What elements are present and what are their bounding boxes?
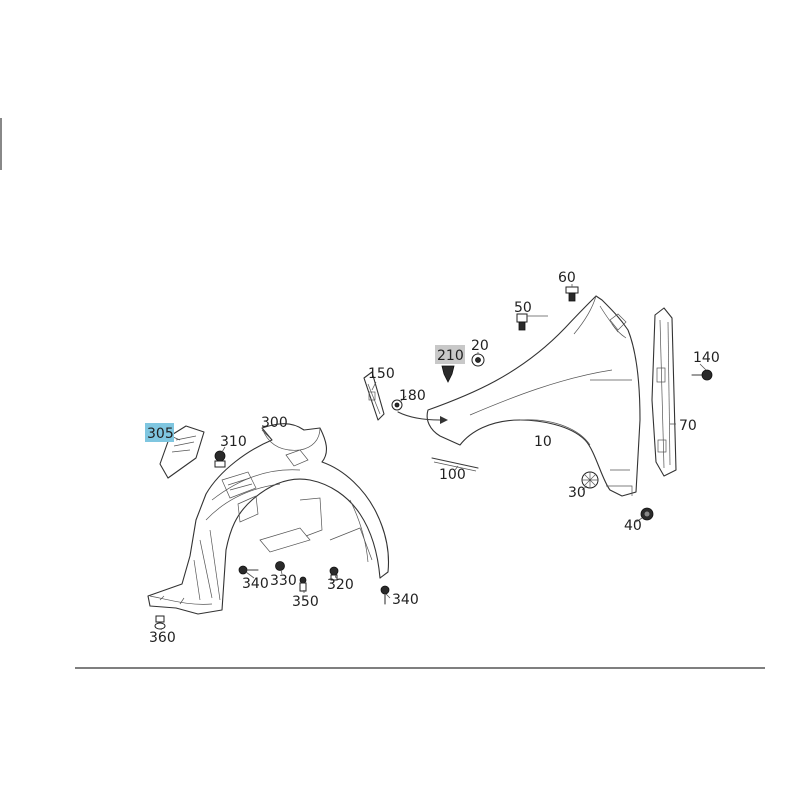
sill-strip-part[interactable]: [431, 457, 479, 469]
screw-part-340b[interactable]: [380, 585, 390, 605]
direction-arrowhead: [440, 416, 448, 424]
clip-part-210[interactable]: [441, 365, 455, 383]
nut-part-330[interactable]: [275, 561, 285, 571]
part-label-210[interactable]: 210: [437, 348, 464, 364]
bolt-part-50[interactable]: [516, 313, 528, 331]
part-label-70[interactable]: 70: [679, 418, 697, 434]
part-label-60[interactable]: 60: [558, 270, 576, 286]
part-label-100[interactable]: 100: [439, 467, 466, 483]
part-label-10[interactable]: 10: [534, 434, 552, 450]
bolt-part-60[interactable]: [565, 286, 579, 302]
screw-part-140[interactable]: [691, 369, 713, 381]
part-label-30[interactable]: 30: [568, 485, 586, 501]
washer-part-360[interactable]: [154, 615, 166, 630]
bracket-strip-part[interactable]: [651, 307, 677, 477]
highlight-305: [145, 423, 174, 442]
part-label-300[interactable]: 300: [261, 415, 288, 431]
nut-part-40[interactable]: [640, 507, 654, 521]
part-label-350[interactable]: 350: [292, 594, 319, 610]
part-label-310[interactable]: 310: [220, 434, 247, 450]
part-label-140[interactable]: 140: [693, 350, 720, 366]
part-label-180[interactable]: 180: [399, 388, 426, 404]
part-label-340a[interactable]: 340: [242, 576, 269, 592]
mounting-bracket-part[interactable]: [363, 371, 385, 421]
part-label-330[interactable]: 330: [270, 573, 297, 589]
part-label-50[interactable]: 50: [514, 300, 532, 316]
fender-part[interactable]: [426, 295, 641, 497]
part-label-340b[interactable]: 340: [392, 592, 419, 608]
direction-arrow: [397, 411, 441, 421]
part-label-150[interactable]: 150: [368, 366, 395, 382]
highlight-210: [435, 345, 465, 364]
clip-part-20[interactable]: [471, 353, 485, 367]
part-label-360[interactable]: 360: [149, 630, 176, 646]
part-label-20[interactable]: 20: [471, 338, 489, 354]
part-label-305[interactable]: 305: [147, 426, 174, 442]
clip-part-310[interactable]: [214, 450, 226, 468]
part-label-320[interactable]: 320: [327, 577, 354, 593]
part-label-40[interactable]: 40: [624, 518, 642, 534]
nut-part-180[interactable]: [391, 399, 403, 411]
wheel-arch-liner-part[interactable]: [147, 423, 390, 615]
clip-part-30[interactable]: [581, 471, 599, 489]
leader-lines: [160, 284, 707, 631]
screw-part-340a[interactable]: [238, 565, 259, 575]
clip-part-320[interactable]: [329, 566, 339, 581]
bolt-part-350[interactable]: [299, 576, 307, 592]
